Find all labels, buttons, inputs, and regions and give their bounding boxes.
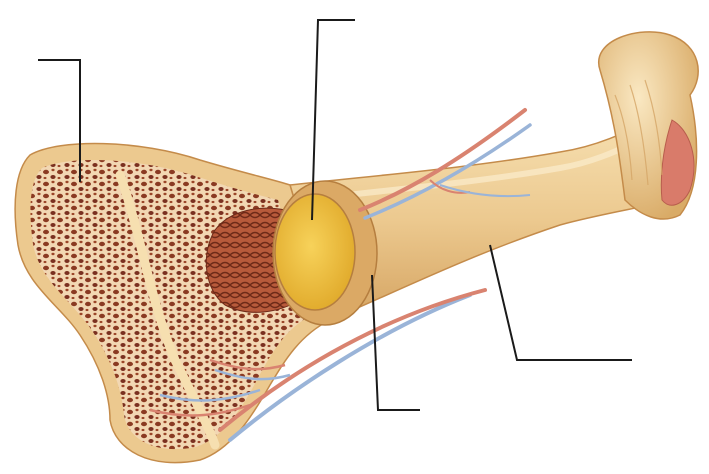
medullary-cavity xyxy=(275,194,355,310)
leader-compact-bone xyxy=(490,245,632,360)
